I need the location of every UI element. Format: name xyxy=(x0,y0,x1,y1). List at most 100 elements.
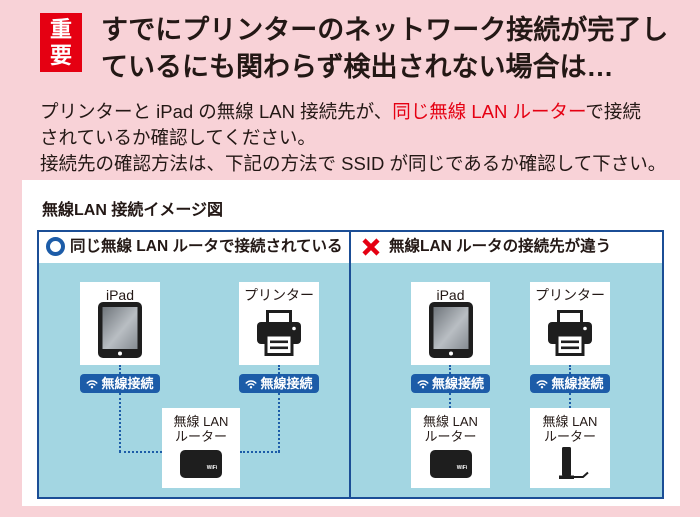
pocket-router-icon: WiFi xyxy=(429,450,472,478)
printer-paper-line xyxy=(561,340,579,344)
important-badge-text: 重要 xyxy=(49,17,72,68)
wifi-icon xyxy=(536,379,548,388)
device-ipad: iPad xyxy=(411,282,490,365)
wireless-badge-label: 無線接続 xyxy=(551,376,604,391)
wifi-arc-inner xyxy=(247,382,255,386)
panel-heading-different: 無線LAN ルータの接続先が違う xyxy=(389,238,612,255)
instructions-text: で接続 xyxy=(585,101,641,122)
router-label-line: ルーター xyxy=(424,429,477,444)
wifi-icon xyxy=(86,379,98,388)
instructions-highlight: 同じ無線 LAN ルーター xyxy=(392,101,586,122)
instructions: プリンターと iPad の無線 LAN 接続先が、同じ無線 LAN ルーターで接… xyxy=(40,99,666,177)
wifi-arc-outer xyxy=(86,379,98,384)
router-label-line: ルーター xyxy=(543,429,596,444)
device-printer: プリンター xyxy=(239,282,319,365)
printer-paper-line xyxy=(270,340,288,344)
connection-line xyxy=(569,393,571,408)
wireless-badge-label: 無線接続 xyxy=(101,376,154,391)
instructions-line-2: されているか確認してください。 xyxy=(40,127,316,148)
instructions-line-1: プリンターと iPad の無線 LAN 接続先が、同じ無線 LAN ルーターで接… xyxy=(40,99,666,125)
wifi-dot xyxy=(250,385,253,388)
instructions-line-3: 接続先の確認方法は、下記の方法で SSID が同じであるか確認して下さい。 xyxy=(40,153,667,174)
wireless-badge-label: 無線接続 xyxy=(431,376,484,391)
instructions-text: プリンターと iPad の無線 LAN 接続先が、 xyxy=(40,101,393,122)
router-label-line: 無線 LAN xyxy=(542,414,598,429)
cross-stroke xyxy=(362,238,380,256)
router-body xyxy=(180,450,222,478)
connection-line xyxy=(449,365,451,374)
panel-divider xyxy=(349,230,351,499)
printer-icon xyxy=(257,310,301,356)
wireless-badge: 無線接続 xyxy=(80,374,160,393)
notice-heading-line: すでにプリンターのネットワーク接続が完了し xyxy=(101,15,669,45)
wifi-icon xyxy=(245,379,257,388)
router-printer: 無線 LAN ルーター xyxy=(530,408,610,488)
tablet-icon xyxy=(428,302,473,358)
tablet-screen xyxy=(102,307,138,349)
wireless-badge: 無線接続 xyxy=(530,374,610,393)
tower-router-cable xyxy=(574,471,589,478)
wifi-arc-outer xyxy=(245,379,257,384)
pocket-router-icon: WiFi xyxy=(180,450,222,478)
circle-ok-icon xyxy=(46,237,65,256)
router-ipad: 無線 LAN ルーター WiFi xyxy=(411,408,490,488)
tower-router-stand xyxy=(559,475,574,479)
router-label-line: 無線 LAN xyxy=(173,414,229,429)
wifi-arc-inner xyxy=(88,382,96,386)
router-label-line: ルーター xyxy=(174,429,227,444)
printer-icon xyxy=(548,310,592,356)
tablet-home-button xyxy=(118,351,122,356)
wifi-arc-outer xyxy=(536,379,548,384)
tablet-screen xyxy=(433,307,468,349)
printer-output-paper xyxy=(264,333,294,356)
tower-router-icon xyxy=(559,447,589,479)
connection-line xyxy=(278,365,280,374)
connection-line xyxy=(278,393,280,452)
wifi-arc-inner xyxy=(538,382,546,386)
wifi-arc-inner xyxy=(419,382,427,386)
wifi-dot xyxy=(541,385,544,388)
connection-line xyxy=(569,365,571,374)
wireless-badge: 無線接続 xyxy=(411,374,490,393)
printer-paper-line xyxy=(270,346,288,350)
router-body xyxy=(429,450,472,478)
wifi-dot xyxy=(91,385,94,388)
printer-output-paper xyxy=(555,333,585,356)
wifi-arc-outer xyxy=(417,379,429,384)
connection-line xyxy=(119,365,121,374)
connection-line xyxy=(119,451,162,453)
router-label-line: 無線 LAN xyxy=(423,414,478,429)
important-badge: 重要 xyxy=(40,13,82,72)
tower-router-body xyxy=(562,447,571,476)
connection-line xyxy=(449,393,451,408)
device-label: プリンター xyxy=(535,287,605,303)
notice-heading: すでにプリンターのネットワーク接続が完了し ているにも関わらず検出されない場合は… xyxy=(101,12,668,86)
panel-heading-same: 同じ無線 LAN ルータで接続されている xyxy=(70,238,343,255)
cross-icon xyxy=(362,238,380,256)
wifi-dot xyxy=(421,385,425,388)
device-label: プリンター xyxy=(244,287,314,303)
notice-heading-line: ているにも関わらず検出されない場合は… xyxy=(101,52,614,82)
device-label: iPad xyxy=(105,287,135,303)
router-label: 無線 LAN ルーター xyxy=(530,414,610,444)
connection-line xyxy=(240,451,280,453)
wireless-badge: 無線接続 xyxy=(239,374,319,393)
printer-status-light xyxy=(583,326,587,331)
tablet-icon xyxy=(98,302,142,358)
printer-status-light xyxy=(292,326,296,331)
router-brand-text: WiFi xyxy=(207,465,218,471)
printer-paper-line xyxy=(561,346,579,350)
router-label: 無線 LAN ルーター xyxy=(411,414,490,444)
device-printer: プリンター xyxy=(530,282,610,365)
wireless-badge-label: 無線接続 xyxy=(260,376,313,391)
router-label: 無線 LAN ルーター xyxy=(162,414,240,444)
panel-different-router xyxy=(351,263,662,497)
router-shared: 無線 LAN ルーター WiFi xyxy=(162,408,240,488)
router-brand-text: WiFi xyxy=(456,465,467,471)
device-ipad: iPad xyxy=(80,282,160,365)
device-label: iPad xyxy=(436,287,465,303)
tablet-home-button xyxy=(448,351,453,356)
connection-line xyxy=(119,393,121,452)
wifi-icon xyxy=(417,379,429,388)
diagram-title: 無線LAN 接続イメージ図 xyxy=(42,202,224,219)
